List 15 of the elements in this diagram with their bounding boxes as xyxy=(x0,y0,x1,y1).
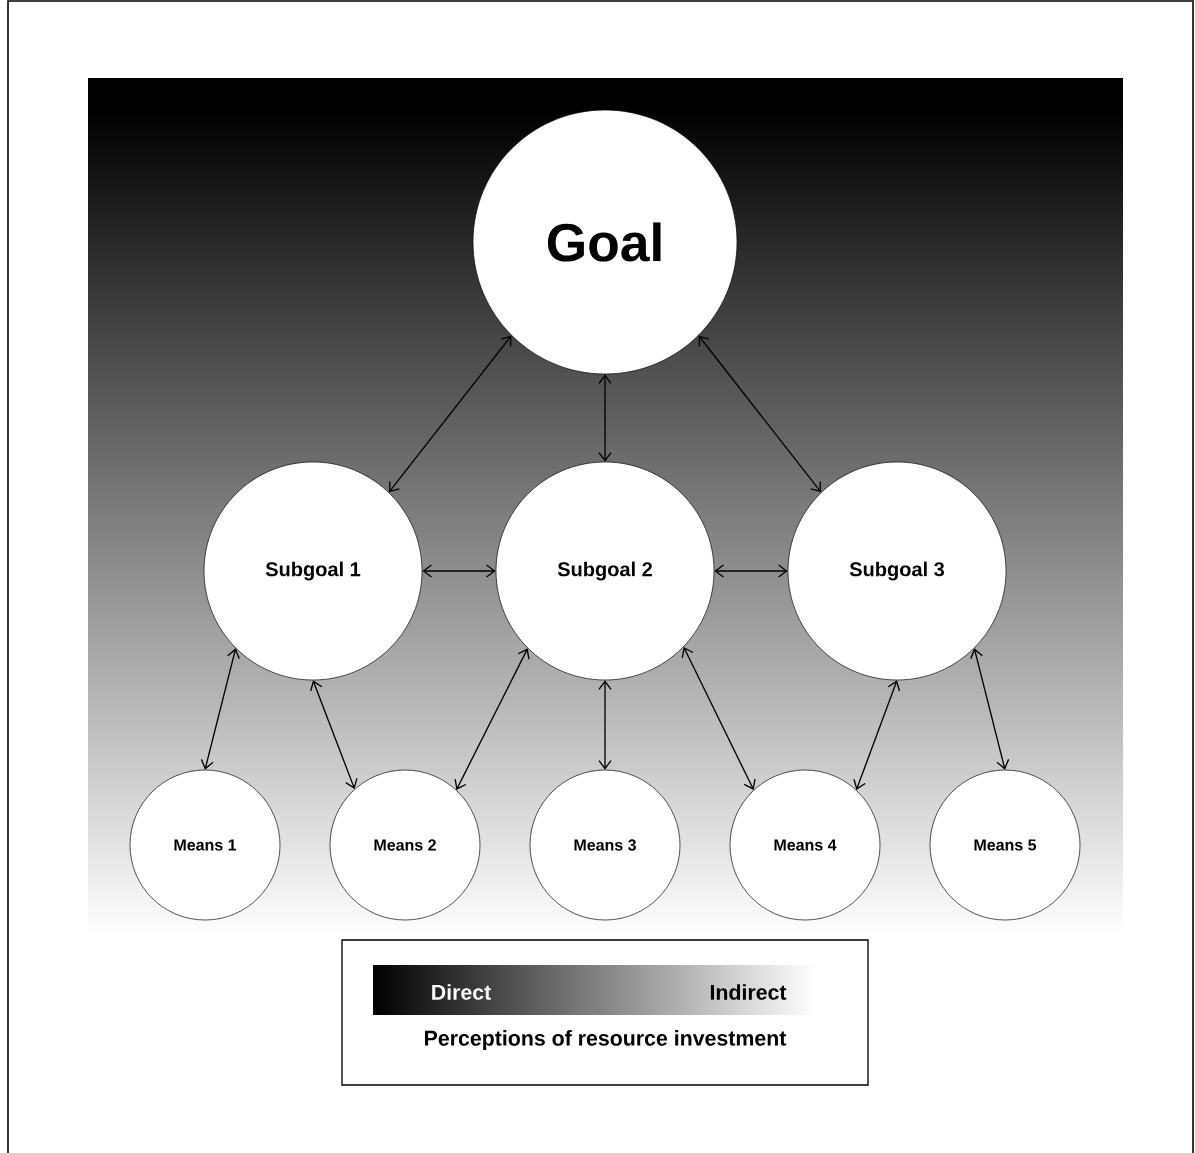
arrow xyxy=(970,648,1010,770)
arrow xyxy=(681,646,756,790)
arrow xyxy=(388,335,512,493)
arrow xyxy=(598,374,612,462)
arrow xyxy=(598,680,612,770)
arrow xyxy=(200,648,240,770)
arrow xyxy=(310,680,358,790)
arrow xyxy=(454,648,530,790)
arrow xyxy=(698,335,822,493)
legend-label: Direct xyxy=(432,984,491,1000)
arrow xyxy=(853,680,901,790)
legend-title: Perceptions of resource investment xyxy=(425,1030,787,1050)
arrow xyxy=(422,564,496,578)
arrow xyxy=(714,564,788,578)
legend-label: Indirect xyxy=(710,984,787,1000)
